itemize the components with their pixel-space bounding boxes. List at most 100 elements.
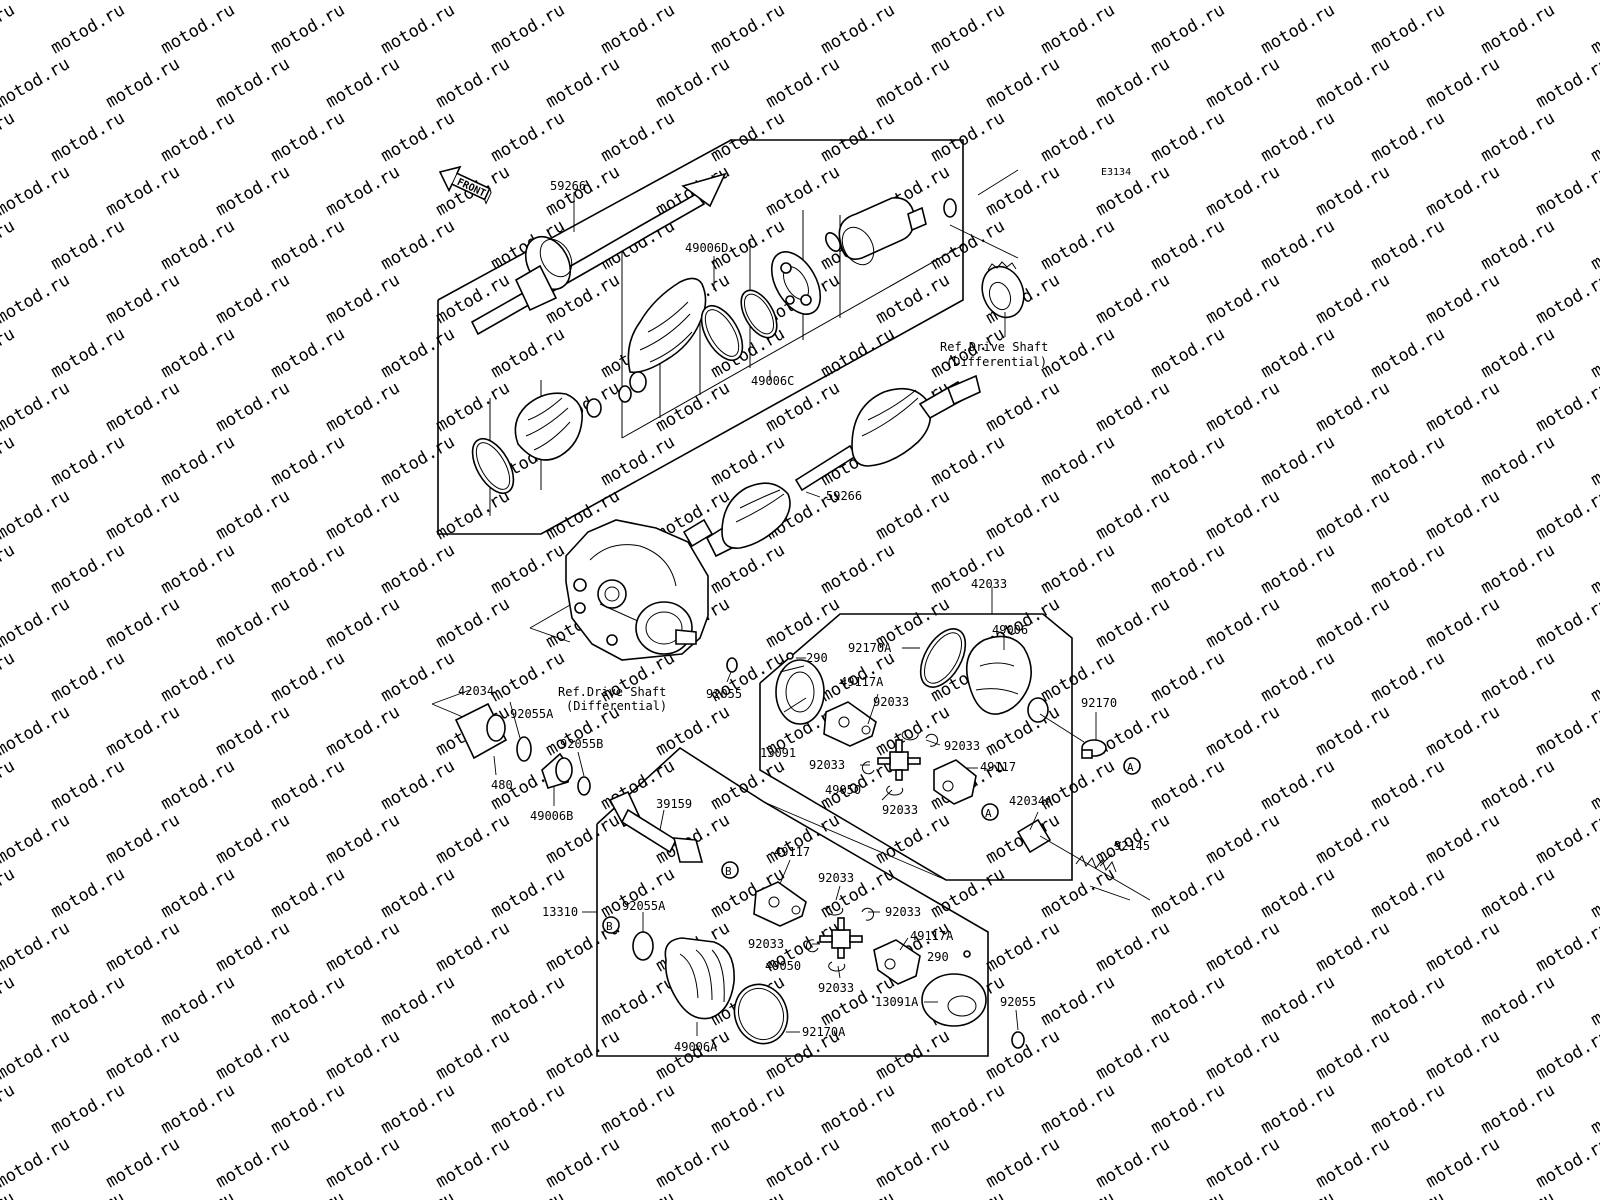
watermark-text: motod.ru — [378, 756, 459, 814]
watermark-text: motod.ru — [928, 1080, 1009, 1138]
label-42034A: 42034A — [1009, 794, 1053, 808]
watermark-text: motod.ru — [1423, 162, 1504, 220]
watermark-text: motod.ru — [433, 378, 514, 436]
watermark-text: motod.ru — [543, 54, 624, 112]
yoke-49117a-top — [823, 701, 877, 747]
watermark-text: motod.ru — [213, 810, 294, 868]
watermark-text: motod.ru — [323, 378, 404, 436]
watermark-text: motod.ru — [1148, 432, 1229, 490]
boot-band-92170a-bot — [733, 983, 789, 1045]
watermark-text: motod.ru — [1533, 918, 1600, 976]
watermark-text: motod.ru — [378, 972, 459, 1030]
watermark-text: motod.ru — [268, 756, 349, 814]
watermark-text: motod.ru — [1148, 216, 1229, 274]
watermark-text: motod.ru — [1258, 324, 1339, 382]
watermark-text: motod.ru — [48, 432, 129, 490]
differential-housing — [565, 518, 714, 661]
watermark-text: motod.ru — [0, 810, 73, 868]
watermark-text: motod.ru — [0, 270, 73, 328]
watermark-text: motod.ru — [1478, 648, 1559, 706]
watermark-text: motod.ru — [1588, 216, 1600, 274]
watermark-text: motod.ru — [323, 270, 404, 328]
watermark-text: motod.ru — [873, 486, 954, 544]
watermark-text: motod.ru — [983, 378, 1064, 436]
watermark-text: motod.ru — [1313, 594, 1394, 652]
watermark-text: motod.ru — [1258, 1188, 1339, 1200]
frame-42033 — [759, 613, 1073, 881]
watermark-text: motod.ru — [1423, 54, 1504, 112]
watermark-text: motod.ru — [818, 1080, 899, 1138]
watermark-text: motod.ru — [158, 1080, 239, 1138]
label-92033-h: 92033 — [818, 981, 854, 995]
label-92033-d: 92033 — [882, 803, 918, 817]
watermark-text: motod.ru — [1258, 756, 1339, 814]
watermark-text: motod.ru — [0, 972, 18, 1030]
circlip-92033-f-icon — [861, 907, 875, 921]
watermark-text: motod.ru — [0, 0, 18, 58]
watermark-text: motod.ru — [543, 1026, 624, 1084]
watermark-text: motod.ru — [1313, 1026, 1394, 1084]
label-290-bot: 290 — [927, 950, 949, 964]
watermark-text: motod.ru — [1258, 216, 1339, 274]
watermark-text: motod.ru — [1588, 864, 1600, 922]
watermark-text: motod.ru — [488, 648, 569, 706]
circlip-92033-e-icon — [826, 905, 844, 916]
watermark-text: motod.ru — [928, 432, 1009, 490]
watermark-text: motod.ru — [158, 324, 239, 382]
label-92145: 92145 — [1114, 839, 1150, 853]
watermark-text: motod.ru — [213, 702, 294, 760]
watermark-text: motod.ru — [1478, 972, 1559, 1030]
watermark-text: motod.ru — [433, 594, 514, 652]
watermark-text: motod.ru — [708, 756, 789, 814]
watermark-text: motod.ru — [488, 324, 569, 382]
o-ring-92055a-bot — [632, 931, 654, 961]
watermark-text: motod.ru — [378, 864, 459, 922]
watermark-text: motod.ru — [653, 378, 734, 436]
watermark-text: motod.ru — [323, 810, 404, 868]
watermark-text: motod.ru — [1203, 1134, 1284, 1192]
watermark-text: motod.ru — [1038, 1188, 1119, 1200]
watermark-text: motod.ru — [1478, 324, 1559, 382]
watermark-text: motod.ru — [323, 594, 404, 652]
watermark-text: motod.ru — [378, 324, 459, 382]
watermark-text: motod.ru — [1148, 324, 1229, 382]
watermark-text: motod.ru — [1203, 378, 1284, 436]
watermark-text: motod.ru — [378, 0, 459, 58]
watermark-text: motod.ru — [0, 648, 18, 706]
watermark-text: motod.ru — [1588, 540, 1600, 598]
label-49006B: 49006B — [530, 809, 573, 823]
watermark-text: motod.ru — [1313, 1134, 1394, 1192]
watermark-text: motod.ru — [103, 918, 184, 976]
watermark-text: motod.ru — [708, 0, 789, 58]
watermark-text: motod.ru — [213, 486, 294, 544]
watermark-text: motod.ru — [268, 324, 349, 382]
watermark-text: motod.ru — [653, 1026, 734, 1084]
watermark-text: motod.ru — [158, 648, 239, 706]
watermark-text: motod.ru — [1203, 702, 1284, 760]
watermark-text: motod.ru — [48, 972, 129, 1030]
label-92170A-bot: 92170A — [802, 1025, 846, 1039]
watermark-text: motod.ru — [598, 972, 679, 1030]
watermark-text: motod.ru — [818, 0, 899, 58]
watermark-text: motod.ru — [103, 1026, 184, 1084]
watermark-text: motod.ru — [1258, 0, 1339, 58]
watermark-text: motod.ru — [323, 54, 404, 112]
watermark-text: motod.ru — [323, 918, 404, 976]
circlip-92033-c-icon — [861, 761, 875, 775]
watermark-text: motod.ru — [1038, 864, 1119, 922]
watermark-text: motod.ru — [158, 432, 239, 490]
label-92033-g: 92033 — [748, 937, 784, 951]
watermark-text: motod.ru — [1148, 972, 1229, 1030]
watermark-text: motod.ru — [1258, 432, 1339, 490]
watermark-text: motod.ru — [1038, 432, 1119, 490]
watermark-text: motod.ru — [433, 54, 514, 112]
watermark-text: motod.ru — [0, 918, 73, 976]
marker-b-top: B — [721, 861, 739, 879]
label-92055-mid: 92055 — [706, 687, 742, 701]
watermark-text: motod.ru — [598, 864, 679, 922]
watermark-text: motod.ru — [213, 918, 294, 976]
watermark-text: motod.ru — [928, 0, 1009, 58]
watermark-text: motod.ru — [1588, 972, 1600, 1030]
watermark-text: motod.ru — [1203, 270, 1284, 328]
label-49006C: 49006C — [751, 374, 794, 388]
